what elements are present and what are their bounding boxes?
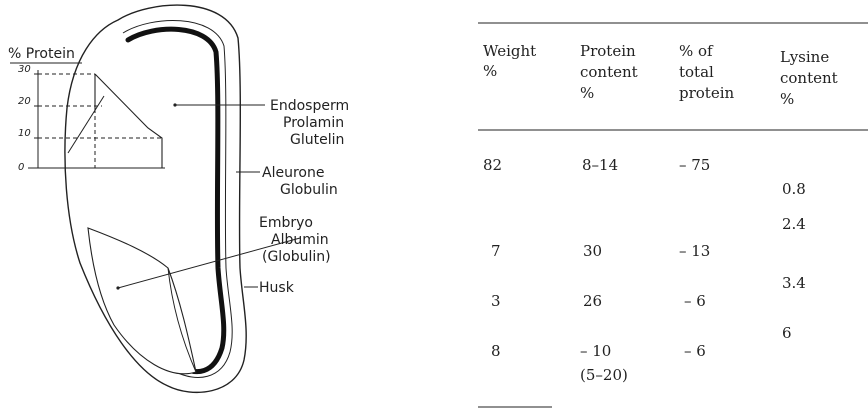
tick-label-10: 10 [18, 128, 31, 139]
lysine-column: 0.8 2.4 3.4 6 [782, 180, 806, 342]
cell-weight: 82 [483, 156, 502, 174]
header-pct-line-3: protein [679, 84, 735, 102]
lysine-value: 3.4 [782, 274, 806, 292]
header-weight-line-1: Weight [483, 42, 536, 60]
label-glutelin: Glutelin [290, 132, 344, 148]
cell-protein: 26 [583, 292, 602, 310]
label-prolamin: Prolamin [283, 115, 344, 131]
cell-weight: 8 [491, 342, 501, 360]
label-globulin: Globulin [280, 182, 338, 198]
grain-diagram: % Protein 30 20 10 0 [8, 5, 349, 392]
inset-pointer [68, 96, 104, 153]
header-weight-line-2: % [483, 62, 497, 80]
embryo-dot [116, 286, 119, 289]
lysine-value: 2.4 [782, 215, 806, 233]
header-lysine-line-3: % [780, 90, 794, 108]
protein-table: Weight % Protein content % % of total pr… [478, 23, 868, 407]
endosperm-dot [173, 103, 176, 106]
table-row: 7 30 – 13 [491, 242, 710, 260]
embryo-region [88, 228, 196, 374]
header-pct-line-2: total [679, 63, 714, 81]
header-protein-line-2: content [580, 63, 638, 81]
label-globulin-paren: (Globulin) [262, 249, 331, 265]
cell-pct-total: – 6 [684, 292, 706, 310]
header-lysine-line-1: Lysine [780, 48, 829, 66]
header-weight: Weight % [483, 42, 536, 80]
header-pct-line-1: % of [679, 42, 714, 60]
table-row: 8 – 10 (5–20) – 6 [491, 342, 706, 384]
lysine-value: 6 [782, 324, 792, 342]
tick-label-30: 30 [18, 64, 31, 75]
label-husk: Husk [259, 280, 295, 296]
cell-protein: 8–14 [582, 156, 618, 174]
header-pct-total-protein: % of total protein [679, 42, 735, 102]
table-row: 82 8–14 – 75 [483, 156, 710, 174]
cell-weight: 3 [491, 292, 501, 310]
inset-title: % Protein [8, 46, 75, 62]
label-albumin: Albumin [271, 232, 329, 248]
lysine-value: 0.8 [782, 180, 806, 198]
cell-protein: – 10 [580, 342, 611, 360]
label-embryo: Embryo [259, 215, 313, 231]
cell-pct-total: – 13 [679, 242, 710, 260]
protein-profile [95, 74, 162, 168]
cell-protein-range: (5–20) [580, 366, 628, 384]
header-protein-line-1: Protein [580, 42, 636, 60]
tick-label-0: 0 [18, 162, 24, 173]
protein-inset-graph: % Protein 30 20 10 0 [8, 46, 165, 173]
header-lysine-content: Lysine content % [780, 48, 838, 108]
cell-pct-total: – 6 [684, 342, 706, 360]
table-row: 3 26 – 6 [491, 292, 706, 310]
label-endosperm: Endosperm [270, 98, 349, 114]
header-protein-content: Protein content % [580, 42, 638, 102]
tick-label-20: 20 [18, 96, 31, 107]
cell-protein: 30 [583, 242, 602, 260]
header-protein-line-3: % [580, 84, 594, 102]
cell-pct-total: – 75 [679, 156, 710, 174]
label-aleurone: Aleurone [262, 165, 324, 181]
header-lysine-line-2: content [780, 69, 838, 87]
cell-weight: 7 [491, 242, 501, 260]
